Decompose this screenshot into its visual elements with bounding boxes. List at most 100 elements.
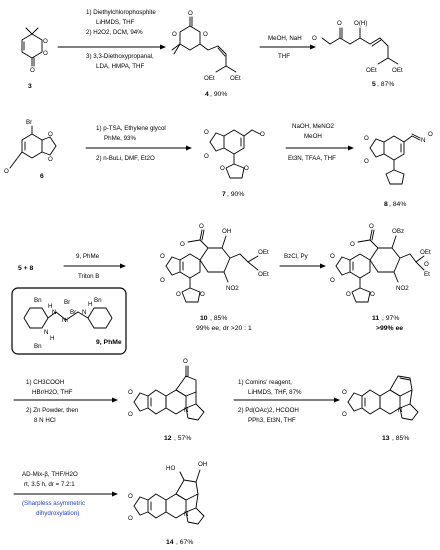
condition-line: PPh3, Et3N, THF: [248, 417, 296, 424]
atom-br: Br: [26, 119, 32, 126]
condition-line: rt, 3.5 h, dr = 7.2:1: [24, 481, 75, 488]
compound-4-structure: O O O OEt OEt: [171, 10, 241, 82]
compound-3-structure: O O O: [21, 27, 48, 74]
atom-no2: NO2: [226, 285, 239, 292]
condition-line: THF: [278, 53, 290, 60]
atom-o: O: [30, 67, 35, 74]
atom-bn: Bn: [94, 297, 102, 304]
atom-o: O: [160, 253, 165, 260]
atom-o: O: [220, 165, 225, 172]
condition-line: 2) H2O2, DCM, 94%: [86, 29, 143, 36]
condition-line: Et3N, TFAA, THF: [288, 155, 336, 162]
atom-n: N: [421, 137, 425, 144]
compound-6-structure: Br O O O: [4, 119, 57, 175]
atom-n: N: [184, 511, 188, 518]
atom-o: O: [428, 131, 433, 138]
arrowhead: [160, 44, 166, 50]
atom-o: O: [128, 389, 133, 396]
condition-line: 1) CH3COOH: [26, 379, 64, 386]
condition-line: MeOH: [304, 133, 322, 140]
condition-line: HBr/H2O, THF: [32, 389, 73, 396]
atom-o: O: [48, 156, 53, 163]
compound-8-label: 8: [384, 201, 388, 208]
atom-oet: OEt: [420, 249, 431, 256]
compound-7-yield: , 90%: [227, 191, 244, 198]
compound-5-structure: O O O(H) OEt OEt: [312, 20, 403, 74]
atom-o: O: [364, 135, 369, 142]
atom-o: O: [188, 10, 193, 17]
atom-o: O: [43, 50, 48, 57]
compound-14-label: 14: [166, 539, 174, 546]
compound-5-label: 5: [372, 81, 376, 88]
compound-4-yield: , 90%: [210, 91, 227, 98]
condition-line: 1) Comins' reagent,: [238, 379, 292, 386]
atom-no2: NO2: [396, 285, 409, 292]
condition-line: NaOH, MeNO2: [292, 123, 335, 130]
compound-14-yield: , 67%: [176, 539, 193, 546]
compound-4-label: 4: [205, 91, 209, 98]
arrowhead: [120, 263, 126, 269]
arrowhead: [320, 263, 326, 269]
atom-oet: OEt: [258, 271, 269, 278]
atom-o: O: [369, 223, 374, 230]
atom-oet: OEt: [366, 67, 377, 74]
atom-n: N: [44, 329, 48, 336]
condition-line: LiHMDS, THF: [96, 19, 135, 26]
condition-line: 2) n-BuLi, DMF, Et2O: [96, 155, 155, 162]
compound-14-structure: HO OH N O O: [128, 461, 207, 525]
condition-line: 9, PhMe: [76, 253, 100, 260]
atom-ho: HO: [166, 465, 175, 472]
compound-3-label: 3: [28, 83, 32, 90]
condition-line: BzCl, Py: [284, 253, 309, 260]
atom-o: O: [176, 291, 181, 298]
compound-13-yield: , 85%: [392, 435, 409, 442]
atom-o: O: [200, 291, 205, 298]
atom-ni: Ni: [62, 317, 68, 324]
condition-line: 1) Diethylchlorophosphite: [86, 9, 156, 16]
atom-o: O: [330, 253, 335, 260]
atom-oh: OH: [222, 228, 231, 235]
atom-bn: Bn: [34, 343, 42, 350]
compound-10-yield: , 85%: [210, 315, 227, 322]
catalyst-9-label: 9, PhMe: [96, 339, 122, 346]
atom-o: O: [183, 358, 188, 365]
arrowhead: [348, 145, 354, 151]
compound-10-ee: 99% ee, dr >20 : 1: [196, 325, 252, 332]
atom-n: N: [184, 407, 188, 414]
atom-o: O: [43, 38, 48, 45]
atom-o: O: [203, 31, 208, 38]
arrowhead: [112, 491, 118, 497]
compound-6-label: 6: [40, 173, 44, 180]
atom-oh-paren: O(H): [354, 20, 367, 27]
atom-o: O: [180, 241, 185, 248]
atom-o: O: [128, 493, 133, 500]
atom-o: O: [337, 20, 342, 27]
arrowhead: [310, 44, 316, 50]
atom-h: H: [50, 335, 54, 342]
atom-oh: OH: [198, 461, 207, 468]
compound-13-label: 13: [382, 435, 390, 442]
compound-13-structure: N O O: [342, 375, 419, 421]
atom-h: H: [48, 303, 52, 310]
atom-o: O: [346, 291, 351, 298]
compound-10-structure: O O O O OH OEt OEt NO2 O O: [160, 223, 269, 303]
atom-oet: OEt: [392, 67, 403, 74]
compound-12-structure: O N O O: [128, 358, 205, 421]
condition-line: 2) Pd(OAc)2, HCOOH: [238, 407, 299, 414]
atom-o: O: [342, 389, 347, 396]
atom-oet: OEt: [204, 75, 215, 82]
compound-5-yield: , 87%: [377, 81, 394, 88]
compound-8-structure: N O O O: [364, 131, 433, 185]
atom-o: O: [244, 165, 249, 172]
condition-note: dihydroxylation): [36, 510, 79, 517]
atom-oet: OEt: [258, 249, 269, 256]
atom-br: Br: [70, 309, 76, 316]
atom-o: O: [424, 261, 429, 268]
atom-o: O: [330, 277, 335, 284]
atom-et: Et: [424, 271, 430, 278]
compound-12-yield: , 57%: [174, 435, 191, 442]
arrowhead: [112, 397, 118, 403]
atom-o: O: [48, 131, 53, 138]
compound-11-label: 11: [372, 315, 379, 322]
